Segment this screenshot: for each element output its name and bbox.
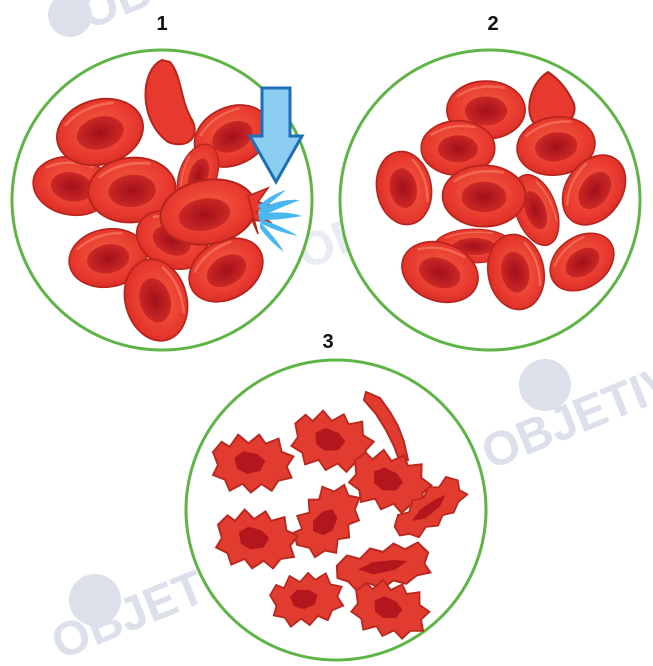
panel-3 xyxy=(186,360,486,660)
red-blood-cell xyxy=(443,165,526,226)
panel-2 xyxy=(340,50,640,350)
panel-1 xyxy=(12,50,312,350)
panel-1-label: 1 xyxy=(156,13,167,35)
panel-2-label: 2 xyxy=(487,13,498,35)
watermark-text: OBJETIVO xyxy=(474,340,653,480)
watermark-text: OBJETIVO xyxy=(72,0,317,40)
panel-3-label: 3 xyxy=(322,331,333,353)
